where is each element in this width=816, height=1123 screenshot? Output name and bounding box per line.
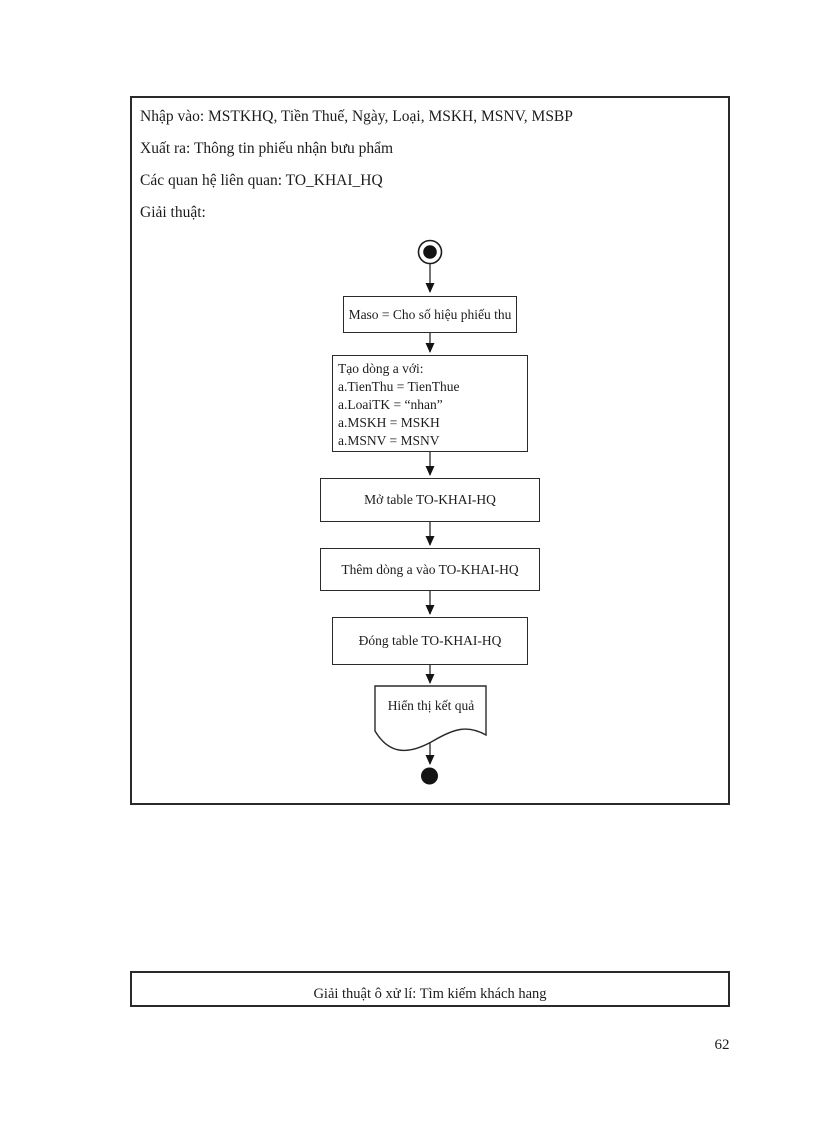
create-row-line: a.LoaiTK = “nhan” (338, 397, 443, 412)
flow-step-open-table: Mở table TO-KHAI-HQ (320, 478, 540, 522)
end-state-icon (421, 767, 438, 785)
section-caption: Giải thuật ô xử lí: Tìm kiếm khách hang (313, 986, 547, 1002)
flow-step-add-row: Thêm dòng a vào TO-KHAI-HQ (320, 548, 540, 591)
document-shape (374, 685, 487, 752)
flow-step-display-result-label: Hiển thị kết quả (387, 698, 475, 713)
create-row-line: a.MSKH = MSKH (338, 415, 440, 430)
algorithm-heading: Giải thuật: (140, 204, 206, 221)
algorithm-description-text: Nhập vào: MSTKHQ, Tiền Thuế, Ngày, Loại,… (132, 98, 728, 221)
start-state-icon (417, 239, 443, 265)
flow-step-close-table: Đóng table TO-KHAI-HQ (332, 617, 528, 665)
section-caption-box: Giải thuật ô xử lí: Tìm kiếm khách hang (130, 971, 730, 1007)
output-spec-line: Xuất ra: Thông tin phiếu nhận bưu phẩm (140, 140, 394, 157)
create-row-line: a.TienThu = TienThue (338, 379, 460, 394)
relations-line: Các quan hệ liên quan: TO_KHAI_HQ (140, 172, 383, 189)
flow-step-create-row-a: Tạo dòng a với: a.TienThu = TienThue a.L… (332, 355, 528, 452)
page-number: 62 (714, 1037, 730, 1053)
input-spec-line: Nhập vào: MSTKHQ, Tiền Thuế, Ngày, Loại,… (140, 108, 573, 125)
create-row-line: Tạo dòng a với: (338, 361, 424, 376)
create-row-line: a.MSNV = MSNV (338, 433, 440, 448)
flow-step-set-maso: Maso = Cho số hiệu phiếu thu (343, 296, 517, 333)
